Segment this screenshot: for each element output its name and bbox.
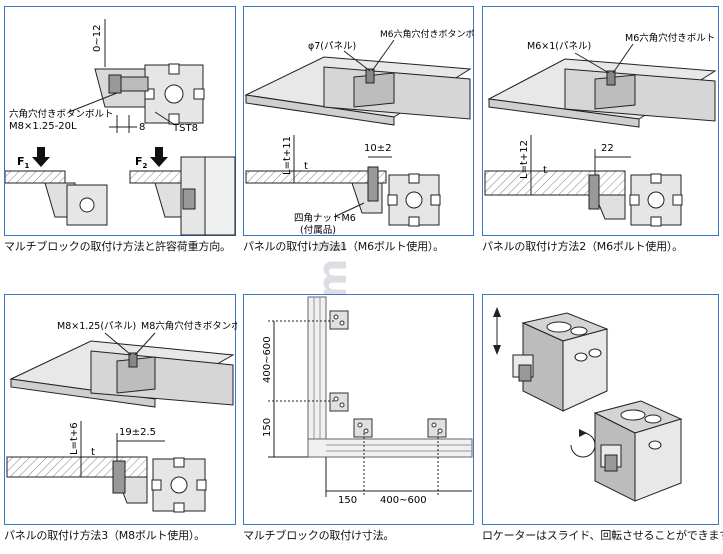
- panel-method-3: M8×1.25(パネル) M8六角穴付きボタンボルト L=t+6 t 19±2.…: [4, 294, 237, 525]
- dim-label: 19±2.5: [119, 427, 156, 438]
- profile-section: [387, 173, 441, 227]
- bolt-label: M8六角穴付きボタンボルト: [141, 320, 237, 332]
- f1-label: F1: [17, 155, 30, 170]
- caption-panel-6: ロケーターはスライド、回転させることができます。: [482, 529, 723, 542]
- mounting-dimensions-diagram: 400~600 150 150 400~600: [262, 296, 473, 506]
- t-label: t: [91, 447, 95, 458]
- block-right-1: [353, 418, 373, 438]
- profile-section: [629, 173, 683, 227]
- block-mid: [329, 392, 349, 412]
- profile-cross-section: [143, 63, 205, 125]
- method-3-diagram: M8×1.25(パネル) M8六角穴付きボタンボルト L=t+6 t 19±2.…: [6, 320, 237, 513]
- caption-panel-1: マルチブロックの取付け方法と許容荷重方向。: [4, 240, 231, 253]
- gap-label: 0~12: [92, 25, 103, 52]
- panel-section: [6, 456, 148, 478]
- bolt-section: [588, 174, 600, 210]
- locator-block-2: [593, 400, 683, 502]
- method-2-diagram: M6×1(パネル) M6六角穴付きボルト L=t+12 t 22: [484, 32, 717, 227]
- bolt-section: [367, 166, 379, 202]
- locator-block-1: [512, 312, 609, 412]
- panel-mounting-dimensions: 400~600 150 150 400~600: [243, 294, 474, 525]
- lower-left-block: [5, 170, 108, 226]
- panel-locator: [482, 294, 719, 525]
- f2-arrow-icon: [150, 147, 168, 167]
- caption-panel-2: パネルの取付け方法1（M6ボルト使用）。: [243, 240, 444, 253]
- bolt-spec-label: M8×1.25-20L: [9, 121, 77, 132]
- locator-diagram: [493, 307, 683, 502]
- bolt-label: M6六角穴付きボタンボルト: [380, 28, 475, 40]
- tst8-label: TST8: [172, 123, 198, 134]
- bolt-label: 六角穴付きボタンボルト: [9, 108, 114, 120]
- method-1-diagram: φ7(パネル) M6六角穴付きボタンボルト L=t+11 t 10±2 四角ナッ…: [244, 28, 475, 236]
- dim-label: 10±2: [364, 143, 391, 154]
- t-label: t: [304, 161, 308, 172]
- block-right-2: [427, 418, 447, 438]
- dim-8-label: 8: [139, 122, 145, 133]
- lower-right-block: [129, 156, 236, 236]
- block-top: [329, 310, 349, 330]
- height-label: L=t+11: [282, 136, 293, 175]
- panel-section: [245, 170, 387, 184]
- nut-label: 四角ナットM6: [294, 212, 356, 224]
- bolt-label: M6六角穴付きボルト: [625, 32, 715, 44]
- mounting-method-diagram: 0~12 六角穴付きボタンボルト M8×1.25-20L 8 TST8 F1 F…: [5, 19, 236, 236]
- phi-label: φ7(パネル): [308, 41, 356, 52]
- hole-label: M6×1(パネル): [527, 41, 591, 52]
- horizontal-profile: [307, 438, 473, 458]
- caption-panel-3: パネルの取付け方法2（M6ボルト使用）。: [482, 240, 683, 253]
- vertical-dim-1-label: 400~600: [262, 336, 273, 383]
- rotate-arrow-icon: [570, 432, 596, 458]
- f2-label: F2: [135, 155, 148, 170]
- panel-method-1: φ7(パネル) M6六角穴付きボタンボルト L=t+11 t 10±2 四角ナッ…: [243, 6, 475, 236]
- t-label: t: [543, 165, 547, 176]
- block-with-bolt: [94, 68, 149, 108]
- block: [594, 74, 636, 110]
- caption-panel-5: マルチブロックの取付け寸法。: [243, 529, 395, 542]
- vertical-dim-2-label: 150: [262, 418, 273, 437]
- panel-method-2: M6×1(パネル) M6六角穴付きボルト L=t+12 t 22: [482, 6, 719, 236]
- height-label: L=t+12: [519, 140, 530, 179]
- panel-section: [484, 170, 626, 196]
- nut-note-label: (付属品): [300, 225, 336, 236]
- horizontal-dim-1-label: 150: [338, 495, 357, 506]
- block: [353, 72, 395, 108]
- block: [116, 356, 156, 394]
- bolt-section: [112, 460, 126, 494]
- f1-arrow-icon: [32, 147, 50, 167]
- horizontal-dim-2-label: 400~600: [380, 495, 427, 506]
- hole-label: M8×1.25(パネル): [57, 321, 136, 332]
- dim-label: 22: [601, 143, 614, 154]
- caption-panel-4: パネルの取付け方法3（M8ボルト使用）。: [4, 529, 205, 542]
- height-label: L=t+6: [69, 422, 80, 455]
- profile-section: [151, 457, 207, 513]
- panel-mounting-method: 0~12 六角穴付きボタンボルト M8×1.25-20L 8 TST8 F1 F…: [4, 6, 236, 236]
